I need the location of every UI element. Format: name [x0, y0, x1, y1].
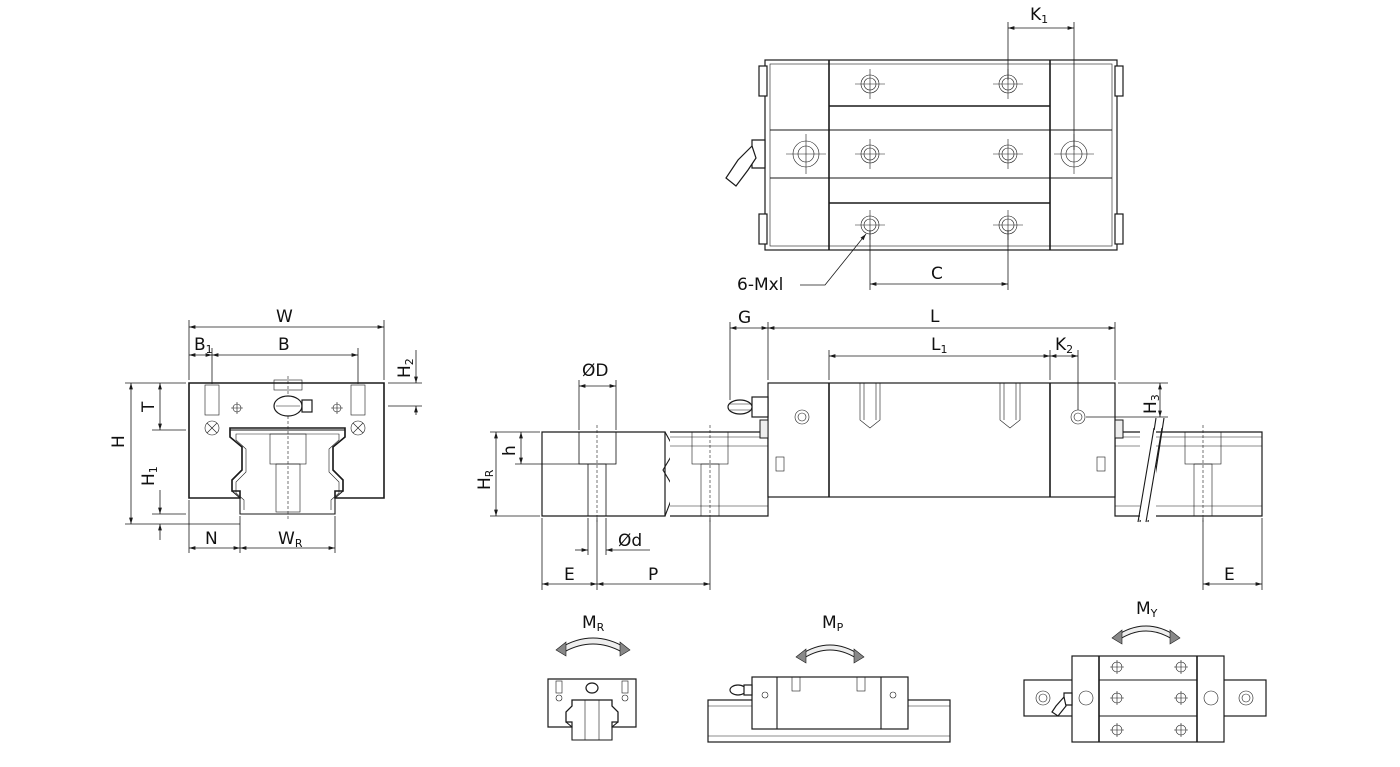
dim-HR: HR	[475, 469, 496, 490]
moment-MR-label: MR	[582, 613, 605, 634]
dim-G: G	[738, 308, 751, 328]
dim-D: ØD	[582, 361, 608, 381]
dim-h: h	[500, 445, 520, 456]
dim-P: P	[648, 565, 658, 585]
moment-MY	[1023, 625, 1267, 743]
moment-MY-label: MY	[1136, 599, 1158, 620]
dim-H: H	[109, 435, 129, 448]
dim-K1: K1	[1030, 5, 1048, 26]
side-view	[490, 322, 1263, 590]
dim-H1: H1	[139, 466, 160, 486]
dim-L: L	[930, 307, 940, 327]
moment-MR	[547, 637, 637, 741]
dim-B1: B1	[194, 335, 213, 356]
dim-H2: H2	[395, 358, 416, 378]
dim-d: Ød	[618, 531, 642, 551]
dim-6MxL: 6-Mxl	[737, 275, 783, 295]
dim-E-left: E	[564, 565, 575, 585]
dim-E-right: E	[1224, 565, 1235, 585]
dim-T: T	[139, 401, 159, 413]
dim-WR: WR	[278, 529, 303, 550]
top-view	[725, 22, 1124, 290]
moment-MP-label: MP	[822, 613, 844, 634]
end-view	[125, 320, 422, 553]
dim-W: W	[276, 307, 293, 327]
dim-N: N	[205, 529, 218, 549]
dim-B: B	[278, 335, 290, 355]
dim-C: C	[931, 264, 943, 284]
dim-K2: K2	[1055, 335, 1073, 356]
moment-MP	[707, 644, 951, 743]
dim-L1: L1	[931, 335, 947, 356]
dim-H3: H3	[1141, 394, 1162, 414]
